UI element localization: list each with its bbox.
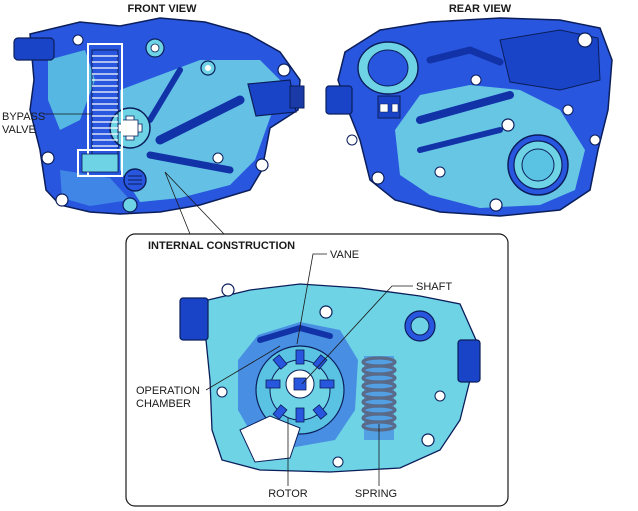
shaft-leader: [301, 285, 413, 385]
operation-chamber-label-line2: CHAMBER: [136, 398, 191, 410]
bypass-valve-label-line1: BYPASS: [2, 111, 45, 123]
rear-view-illustration: [325, 17, 613, 217]
rotor-label: ROTOR: [268, 488, 308, 500]
internal-construction-illustration: [179, 283, 481, 473]
operation-chamber-label-line1: OPERATION: [136, 385, 200, 397]
rear-view-heading: REAR VIEW: [449, 3, 512, 15]
bypass-valve-spring: [77, 43, 123, 177]
vane-leader: [296, 253, 327, 345]
operation-chamber-leader: [205, 345, 281, 391]
spring-label: SPRING: [355, 488, 397, 500]
front-view-illustration: [13, 17, 305, 215]
callout-connector: [164, 171, 225, 235]
front-view-heading: FRONT VIEW: [127, 3, 197, 15]
bypass-valve-label-line2: VALVE: [2, 124, 36, 136]
internal-construction-heading: INTERNAL CONSTRUCTION: [148, 240, 295, 252]
shaft-label: SHAFT: [416, 281, 452, 293]
vane-label: VANE: [330, 249, 359, 261]
